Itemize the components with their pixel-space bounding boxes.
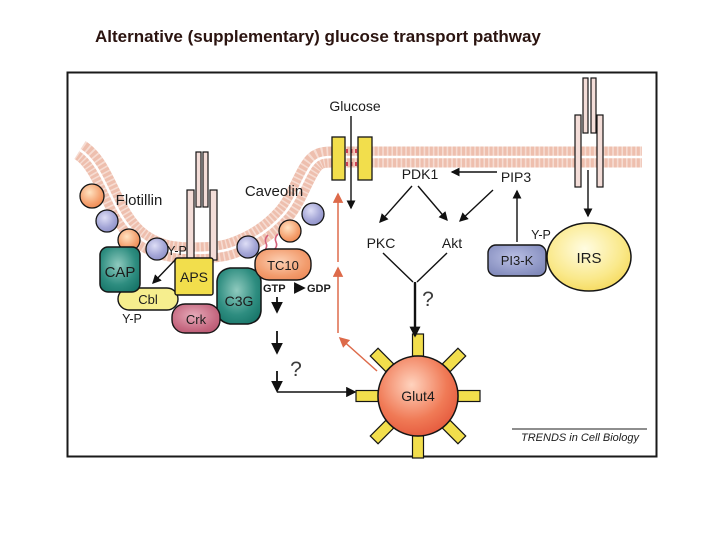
plasma-membrane bbox=[73, 141, 642, 264]
phospho-tag-receptor: Y-P bbox=[167, 244, 187, 258]
label-pi3k: PI3-K bbox=[501, 253, 534, 268]
flotillin-sphere bbox=[278, 219, 302, 243]
trends-credit: TRENDS in Cell Biology bbox=[521, 432, 640, 444]
caveolin-sphere bbox=[236, 235, 260, 259]
label-cap: CAP bbox=[105, 264, 136, 281]
arrow-phospho-cbl bbox=[152, 258, 177, 284]
membrane-proteins bbox=[79, 183, 325, 261]
receptor-bar bbox=[582, 77, 589, 134]
caveolin-sphere bbox=[301, 202, 325, 226]
phospho-tag-cbl: Y-P bbox=[122, 312, 142, 326]
arrow-pip3-akt bbox=[459, 189, 494, 222]
insulin-receptor-right bbox=[574, 77, 604, 188]
signal-arrows bbox=[152, 116, 593, 398]
receptor-bar bbox=[202, 151, 209, 208]
irs-pi3k-complex: PI3-K IRS Y-P bbox=[487, 222, 632, 292]
receptor-bar bbox=[596, 114, 604, 188]
glut4-spike bbox=[411, 435, 425, 459]
glut4-sphere bbox=[377, 355, 459, 437]
label-gtp: GTP bbox=[263, 283, 286, 295]
glut4-vesicle: Glut4 bbox=[355, 333, 481, 459]
node-aps bbox=[174, 257, 214, 296]
glut4-spike bbox=[411, 333, 425, 357]
glut4-translocation-arrow bbox=[332, 192, 378, 372]
receptor-bar bbox=[574, 114, 582, 188]
label-pip3: PIP3 bbox=[501, 169, 532, 185]
label-caveolin: Caveolin bbox=[245, 183, 303, 200]
line-pkc-junction bbox=[382, 252, 414, 283]
transporter-subunit bbox=[331, 136, 346, 181]
node-cap bbox=[99, 246, 141, 293]
translocation-segment bbox=[338, 336, 378, 372]
label-cbl: Cbl bbox=[138, 292, 158, 307]
label-glut4: Glut4 bbox=[401, 388, 435, 404]
label-akt: Akt bbox=[442, 235, 462, 251]
lipid-anchor-squiggle bbox=[273, 233, 279, 251]
node-tc10 bbox=[254, 248, 312, 281]
receptor-bar bbox=[209, 189, 218, 261]
cbl-cap-complex: CAP APS Cbl Crk C3G TC10 Y-P Y-P GTP GDP bbox=[99, 244, 331, 334]
label-crk: Crk bbox=[186, 312, 207, 327]
node-cbl bbox=[117, 287, 179, 311]
node-pi3k bbox=[487, 244, 547, 277]
label-c3g: C3G bbox=[225, 293, 254, 309]
question-mark-junction: ? bbox=[422, 288, 434, 311]
receptor-bar bbox=[195, 151, 202, 208]
arrow-pdk1-akt bbox=[417, 185, 448, 222]
receptor-bar bbox=[186, 189, 195, 261]
label-pkc: PKC bbox=[367, 235, 396, 251]
glut4-spike bbox=[457, 389, 481, 403]
node-irs bbox=[546, 222, 632, 292]
flotillin-sphere bbox=[79, 183, 105, 209]
glut4-spike bbox=[355, 389, 379, 403]
label-gdp: GDP bbox=[307, 283, 331, 295]
transporter-subunit bbox=[357, 136, 373, 181]
label-flotillin: Flotillin bbox=[116, 192, 163, 209]
label-tc10: TC10 bbox=[267, 258, 299, 273]
caveolin-sphere bbox=[145, 237, 169, 261]
membrane-gap bbox=[79, 148, 642, 255]
label-glucose: Glucose bbox=[329, 98, 381, 114]
label-pdk1: PDK1 bbox=[402, 166, 439, 182]
caveolin-sphere bbox=[95, 209, 119, 233]
label-irs: IRS bbox=[576, 250, 601, 267]
receptor-bar bbox=[590, 77, 597, 134]
arrow-pdk1-pkc bbox=[379, 185, 413, 224]
node-crk bbox=[171, 303, 221, 334]
phospho-tag-irs: Y-P bbox=[531, 228, 551, 242]
label-aps: APS bbox=[180, 269, 208, 285]
insulin-receptor-caveola bbox=[186, 151, 218, 261]
glucose-transporter bbox=[331, 136, 373, 181]
question-mark-tc10: ? bbox=[290, 358, 302, 381]
page-title: Alternative (supplementary) glucose tran… bbox=[95, 27, 541, 46]
line-akt-junction bbox=[416, 252, 448, 283]
